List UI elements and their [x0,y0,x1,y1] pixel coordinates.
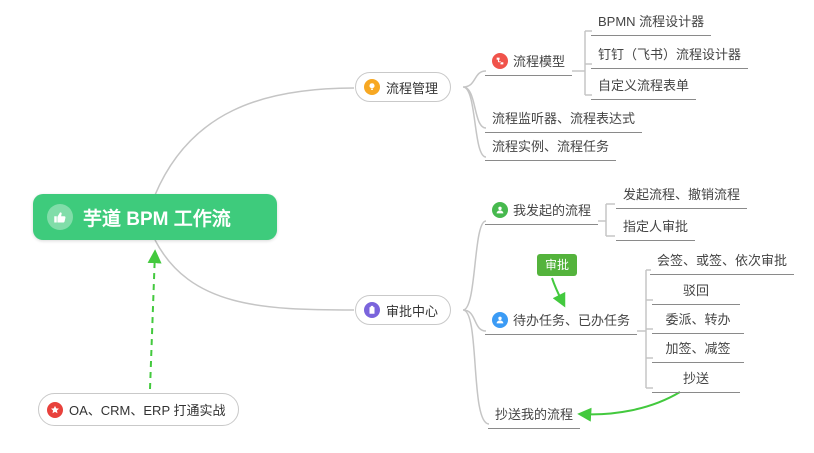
topic-countersign[interactable]: 会签、或签、依次审批 [650,247,795,275]
topic-label: 加签、减签 [665,341,731,356]
topic-label: 指定人审批 [623,219,689,234]
topic-label: 抄送 [682,371,709,386]
star-icon [47,401,63,418]
connector-root-to-approval-center [154,239,355,311]
connector-todo-children [637,269,653,389]
topic-cc[interactable]: 抄送 [652,365,740,393]
topic-bpmn-designer[interactable]: BPMN 流程设计器 [591,8,712,36]
topic-todo-done[interactable]: 待办任务、已办任务 [485,307,637,335]
branch-label: 审批中心 [386,303,439,319]
connector-my-initiated-children [598,203,615,237]
node-approval-center[interactable]: 审批中心 [355,295,452,325]
arrow-approval-badge-to-todo [551,277,566,308]
topic-my-initiated[interactable]: 我发起的流程 [485,197,598,225]
topic-reject[interactable]: 驳回 [652,277,740,305]
topic-dingtalk-designer[interactable]: 钉钉（飞书）流程设计器 [591,41,749,69]
branch-label: 流程管理 [386,80,439,96]
topic-label: 委派、转办 [665,312,731,327]
topic-label: 发起流程、撤销流程 [623,187,741,202]
topic-label: 流程监听器、流程表达式 [492,111,636,126]
todo-tasks-icon [492,311,508,328]
topic-custom-form[interactable]: 自定义流程表单 [591,72,697,100]
topic-label: 我发起的流程 [513,203,592,218]
approval-badge[interactable]: 审批 [537,254,578,276]
dashed-arrow-note-to-root [147,249,162,390]
topic-listener-expression[interactable]: 流程监听器、流程表达式 [485,105,643,133]
topic-label: 流程模型 [513,54,566,69]
note-label: OA、CRM、ERP 打通实战 [69,403,226,418]
topic-cc-my-process[interactable]: 抄送我的流程 [488,401,581,429]
root-label: 芋道 BPM 工作流 [83,208,231,230]
topic-label: 流程实例、流程任务 [492,139,610,154]
clipboard-icon [364,302,380,318]
lightbulb-icon [364,79,380,95]
thumbs-up-icon [47,204,73,230]
topic-label: 钉钉（飞书）流程设计器 [598,47,742,62]
topic-label: 自定义流程表单 [598,78,690,93]
topic-label: 会签、或签、依次审批 [657,253,788,268]
connector-process-mgmt-children [462,70,487,158]
topic-assignee-approval[interactable]: 指定人审批 [616,213,696,241]
topic-label: BPMN 流程设计器 [598,14,705,29]
connector-process-model-children [572,30,592,96]
user-icon [492,201,508,218]
topic-instance-task[interactable]: 流程实例、流程任务 [485,133,617,161]
topic-label: 驳回 [682,283,709,298]
arrow-cc-to-cc-my-process [577,391,681,422]
connector-root-to-process-mgmt [154,87,355,196]
topic-initiate-revoke[interactable]: 发起流程、撤销流程 [616,181,748,209]
topic-add-reduce-sign[interactable]: 加签、减签 [652,335,744,363]
root-node[interactable]: 芋道 BPM 工作流 [33,194,277,240]
node-process-management[interactable]: 流程管理 [355,72,452,102]
node-oa-crm-erp[interactable]: OA、CRM、ERP 打通实战 [38,393,239,426]
topic-process-model[interactable]: 流程模型 [485,48,572,76]
topic-label: 抄送我的流程 [495,407,574,422]
topic-delegate-transfer[interactable]: 委派、转办 [652,306,744,334]
process-model-icon [492,52,508,69]
topic-label: 待办任务、已办任务 [513,313,631,328]
